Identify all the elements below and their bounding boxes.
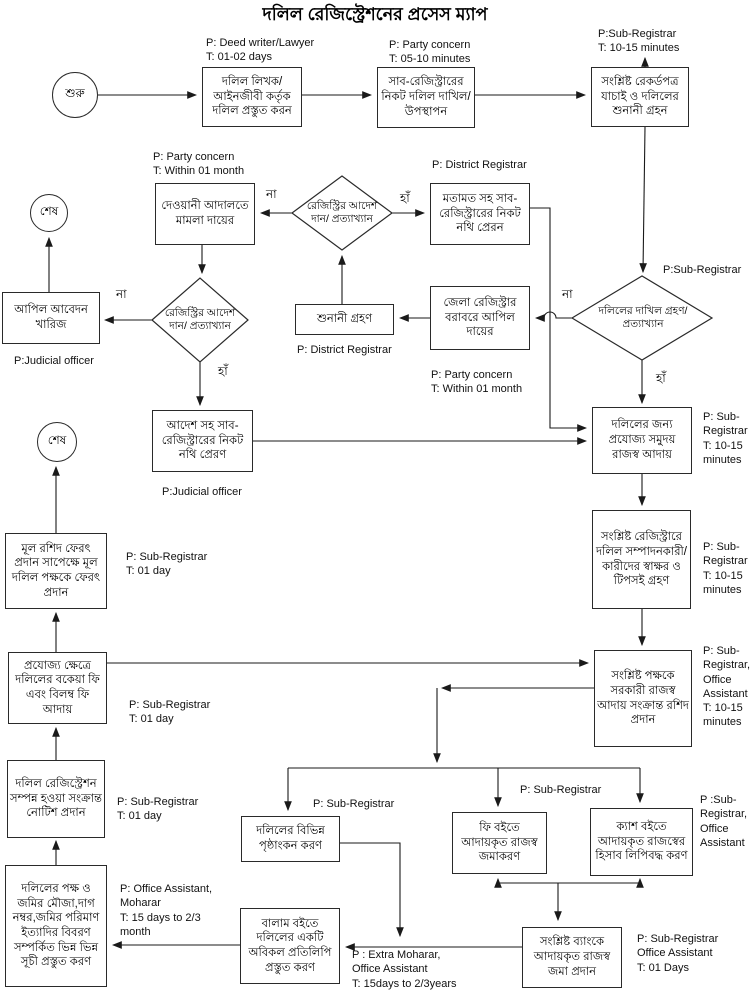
annotation-submit-deed: P: Party concern T: 05-10 minutes	[389, 39, 471, 66]
annotation-appeal-dismiss: P:Judicial officer	[14, 355, 94, 367]
process-fee-book: ফি বইতে আদায়কৃত রাজস্ব জমাকরণ	[452, 812, 547, 874]
decision-registry-order-1-label: রেজিস্ট্রির আদেশ দান/ প্রত্যাখ্যান	[306, 199, 378, 225]
branch-label-no: না	[116, 287, 127, 301]
connector-with-hop	[534, 311, 572, 322]
branch-label-yes: হাঁ	[218, 364, 228, 378]
process-submit-deed: সাব-রেজিস্ট্রারের নিকট দলিল দাখিল/উপস্থা…	[377, 67, 475, 128]
branch-label-no: না	[266, 187, 277, 201]
annotation-district-appeal: P: Party concern T: Within 01 month	[431, 369, 523, 396]
connectors	[45, 56, 649, 951]
annotation-order-send: P:Judicial officer	[162, 486, 242, 498]
annotation-sign-thumb: P: Sub- Registrar T: 10-15 minutes	[703, 541, 748, 596]
annotation-revenue-collect: P: Sub- Registrar T: 10-15 minutes	[703, 411, 748, 466]
decision-registry-order-1	[290, 175, 394, 251]
annotation-receipt-give: P: Sub- Registrar, Office Assistant T: 1…	[703, 645, 750, 729]
process-verify-records: সংশ্লিষ্ট রেকর্ডপত্র যাচাই ও দলিলের শুনা…	[591, 67, 689, 127]
process-bank-deposit: সংশ্লিষ্ট ব্যাংকে আদায়কৃত রাজস্ব জমা প্…	[522, 927, 622, 988]
process-appeal-dismiss: আপিল আবেদন খারিজ	[2, 292, 100, 344]
process-civil-suit: দেওয়ানী আদালতে মামলা দায়ের	[155, 183, 255, 245]
process-revenue-collect: দলিলের জন্য প্রযোজ্য সমুদয় রাজস্ব আদায়	[592, 407, 692, 474]
page-title: দলিল রেজিস্ট্রেশনের প্রসেস ম্যাপ	[262, 4, 488, 24]
terminal-end-left: শেষ	[37, 422, 77, 462]
connector	[639, 126, 647, 274]
branch-label-no: না	[562, 287, 573, 301]
decision-registry-order-2-label: রেজিস্ট্রির আদেশ দান/ প্রত্যাখ্যান	[164, 306, 236, 332]
connector	[530, 207, 588, 432]
process-arrear-fee: প্রযোজ্য ক্ষেত্রে দলিলের বকেয়া ফি এবং ব…	[8, 652, 107, 724]
annotation-volume-copy: P : Extra Moharar, Office Assistant T: 1…	[352, 949, 457, 990]
process-opinion-send: মতামত সহ সাব- রেজিস্ট্রারের নিকট নথি প্র…	[430, 183, 530, 245]
process-district-appeal: জেলা রেজিস্ট্রার বরাবরে আপিল দায়ের	[430, 286, 530, 350]
annotation-prepare-deed: P: Deed writer/Lawyer T: 01-02 days	[206, 37, 315, 64]
annotation-bank-deposit: P: Sub-Registrar Office Assistant T: 01 …	[637, 933, 719, 974]
process-order-send: আদেশ সহ সাব- রেজিস্ট্রারের নিকট নথি প্রে…	[152, 410, 253, 472]
annotation-opinion-send: P: District Registrar	[432, 159, 527, 171]
annotation-index-prepare: P: Office Assistant, Moharar T: 15 days …	[120, 883, 213, 938]
annotation-civil-suit: P: Party concern T: Within 01 month	[153, 151, 245, 178]
decision-registry-order-2	[151, 277, 249, 363]
annotation-fee-book: P: Sub-Registrar	[520, 784, 602, 796]
annotation-cash-book: P :Sub- Registrar, Office Assistant	[700, 794, 748, 849]
terminal-end-top: শেষ	[30, 194, 68, 232]
process-receipt-give: সংশ্লিষ্ট পক্ষকে সরকারী রাজস্ব আদায় সংক…	[594, 650, 692, 747]
annotation-arrear-fee: P: Sub-Registrar T: 01 day	[129, 699, 211, 726]
annotation-return-deed: P: Sub-Registrar T: 01 day	[126, 551, 208, 578]
process-sign-thumb: সংশ্লিষ্ট রেজিস্ট্রারে দলিল সম্পাদনকারী/…	[592, 510, 691, 609]
process-endorse: দলিলের বিভিন্ন পৃষ্ঠাংকন করণ	[241, 816, 340, 862]
branch-label-yes: হাঁ	[400, 191, 410, 205]
connector	[340, 842, 404, 938]
annotation-notice-give: P: Sub-Registrar T: 01 day	[117, 796, 199, 823]
decision-deed-submission	[570, 275, 714, 361]
annotation-verify-records: P:Sub-Registrar T: 10-15 minutes	[598, 28, 680, 55]
process-index-prepare: দলিলের পক্ষ ও জমির মৌজা,দাগ নম্বর,জমির প…	[5, 865, 107, 987]
branch-label-yes: হাঁ	[656, 371, 666, 385]
annotation-hearing: P: District Registrar	[297, 344, 392, 356]
process-prepare-deed: দলিল লিখক/ আইনজীবী কর্তৃক দলিল প্রস্তুত …	[202, 67, 302, 127]
process-volume-copy: বালাম বইতে দলিলের একটি অবিকল প্রতিলিপি প…	[240, 908, 340, 984]
process-notice-give: দলিল রেজিস্ট্রেশন সম্পন্ন হওয়া সংক্রান্…	[7, 760, 105, 838]
terminal-start: শুরু	[52, 72, 98, 118]
annotation-endorse: P: Sub-Registrar	[313, 798, 395, 810]
process-hearing: শুনানী গ্রহণ	[295, 304, 394, 335]
process-return-deed: মূল রশিদ ফেরৎ প্রদান সাপেক্ষে মূল দলিল প…	[5, 533, 107, 609]
annotation-submission-decision: P:Sub-Registrar	[663, 264, 742, 276]
process-cash-book: ক্যাশ বইতে আদায়কৃত রাজস্বের হিসাব লিপিব…	[590, 808, 693, 876]
decision-shapes	[151, 175, 714, 363]
decision-deed-submission-label: দলিলের দাখিল গ্রহণ/প্রত্যাখ্যান	[598, 304, 688, 330]
